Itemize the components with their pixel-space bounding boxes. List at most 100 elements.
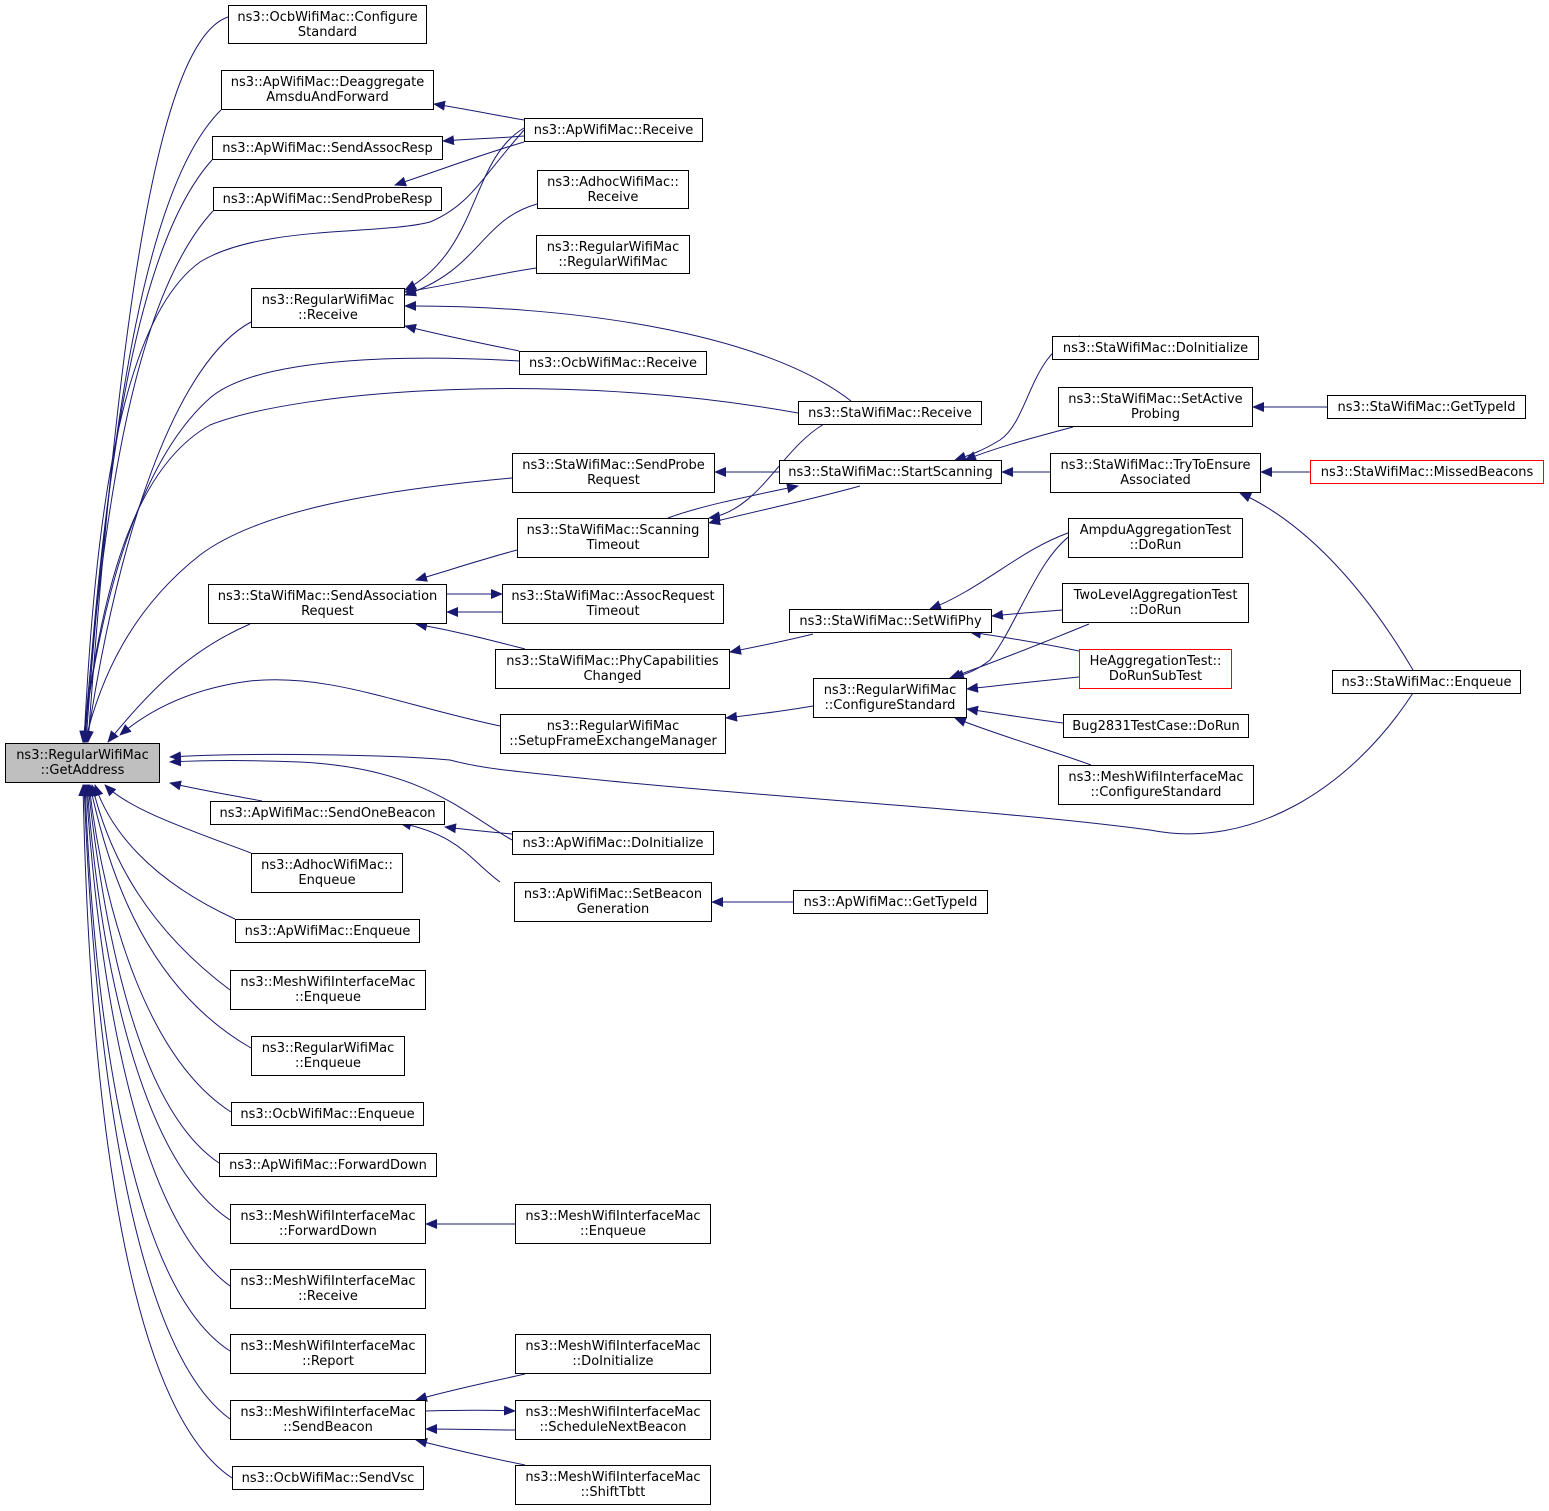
node-label: ns3::RegularWifiMac [261, 1041, 395, 1056]
edge-sta-scantimeout-to-sta-startscan [667, 483, 799, 519]
node-label: DoRunSubTest [1108, 669, 1203, 684]
node-sta-doinit[interactable]: ns3::StaWifiMac::DoInitialize [1052, 336, 1259, 360]
node-label: ns3::StaWifiMac::SetWifiPhy [799, 613, 982, 629]
node-label: ns3::OcbWifiMac::Receive [528, 355, 698, 371]
node-ocb-vsc[interactable]: ns3::OcbWifiMac::SendVsc [232, 1466, 424, 1490]
node-sta-gettype[interactable]: ns3::StaWifiMac::GetTypeId [1327, 395, 1526, 419]
node-label: ns3::RegularWifiMac [546, 239, 680, 255]
node-sta-recv[interactable]: ns3::StaWifiMac::Receive [798, 401, 982, 425]
node-label: ns3::MeshWifiInterfaceMac [240, 1339, 416, 1354]
node-label: Bug2831TestCase::DoRun [1072, 718, 1240, 734]
edge-sta-setactive-to-sta-startscan [964, 426, 1074, 461]
node-label: ns3::ApWifiMac::ForwardDown [229, 1157, 427, 1173]
edge-ap-recv-to-ap-deagg [433, 100, 525, 121]
node-label: Associated [1120, 473, 1191, 488]
node-label: ns3::RegularWifiMac [546, 719, 680, 734]
node-label: ns3::MeshWifiInterfaceMac [1068, 770, 1244, 785]
node-ap-fwd[interactable]: ns3::ApWifiMac::ForwardDown [219, 1153, 437, 1177]
edge-sta-enq-to-root [169, 692, 1414, 835]
node-label: ns3::ApWifiMac::SendProbeResp [222, 191, 433, 207]
node-label: Generation [576, 902, 650, 917]
node-label: ns3::StaWifiMac::SetActive [1068, 392, 1243, 407]
node-label: ns3::StaWifiMac::Enqueue [1341, 674, 1512, 690]
node-mesh-doinit[interactable]: ns3::MeshWifiInterfaceMac::DoInitialize [515, 1334, 711, 1374]
node-reg-cfgstd[interactable]: ns3::RegularWifiMac::ConfigureStandard [813, 678, 967, 718]
edge-reg-enq-to-root [87, 784, 252, 1049]
node-ap-enq[interactable]: ns3::ApWifiMac::Enqueue [235, 919, 420, 943]
edge-reg-cfgstd-to-reg-setupfem [725, 705, 814, 722]
node-ampdu[interactable]: AmpduAggregationTest::DoRun [1068, 518, 1243, 558]
node-label: ::ConfigureStandard [824, 698, 956, 713]
node-mesh-recv[interactable]: ns3::MeshWifiInterfaceMac::Receive [230, 1269, 426, 1309]
node-sta-enq[interactable]: ns3::StaWifiMac::Enqueue [1332, 670, 1521, 694]
node-label: AmsduAndForward [266, 90, 389, 105]
node-label: ns3::StaWifiMac::DoInitialize [1062, 340, 1249, 356]
node-label: ns3::RegularWifiMac [261, 293, 395, 308]
node-mesh-cfgstd[interactable]: ns3::MeshWifiInterfaceMac::ConfigureStan… [1058, 765, 1254, 805]
node-mesh-enq2[interactable]: ns3::MeshWifiInterfaceMac::Enqueue [515, 1204, 711, 1244]
node-label: ns3::OcbWifiMac::Enqueue [240, 1106, 415, 1122]
node-label: ns3::MeshWifiInterfaceMac [525, 1209, 701, 1224]
node-label: Request [587, 473, 640, 488]
node-sta-setphy[interactable]: ns3::StaWifiMac::SetWifiPhy [789, 609, 992, 633]
edge-sta-scantimeout-to-sta-assocreq [415, 549, 518, 582]
node-reg-ctor[interactable]: ns3::RegularWifiMac::RegularWifiMac [536, 235, 690, 274]
node-ap-proberesp[interactable]: ns3::ApWifiMac::SendProbeResp [213, 187, 442, 211]
node-mesh-enq[interactable]: ns3::MeshWifiInterfaceMac::Enqueue [230, 970, 426, 1010]
node-ap-beacon[interactable]: ns3::ApWifiMac::SendOneBeacon [210, 801, 445, 825]
node-sta-startscan[interactable]: ns3::StaWifiMac::StartScanning [779, 460, 1002, 484]
node-mesh-shift[interactable]: ns3::MeshWifiInterfaceMac::ShiftTbtt [515, 1465, 711, 1505]
node-sta-missed[interactable]: ns3::StaWifiMac::MissedBeacons [1310, 460, 1544, 484]
node-label: ns3::StaWifiMac::StartScanning [788, 464, 993, 480]
node-label: ns3::ApWifiMac::Deaggregate [230, 75, 425, 90]
edge-ampdu-to-sta-setphy [929, 532, 1069, 610]
node-label: ns3::StaWifiMac::GetTypeId [1337, 399, 1516, 415]
node-label: ns3::ApWifiMac::SendOneBeacon [219, 805, 436, 821]
edge-sta-recv-to-sta-scantimeout [708, 423, 825, 522]
node-adhoc-recv[interactable]: ns3::AdhocWifiMac::Receive [537, 170, 689, 209]
graph-edges [78, 16, 1414, 1479]
node-label: ::Enqueue [580, 1224, 646, 1239]
node-ap-recv[interactable]: ns3::ApWifiMac::Receive [524, 118, 703, 142]
node-label: ::Receive [298, 1289, 358, 1304]
edge-sta-assocreq-to-root [107, 623, 251, 743]
node-label: ns3::MeshWifiInterfaceMac [240, 975, 416, 990]
node-ap-gettype[interactable]: ns3::ApWifiMac::GetTypeId [793, 890, 988, 914]
node-twolevel[interactable]: TwoLevelAggregationTest::DoRun [1062, 583, 1249, 623]
node-label: Standard [297, 24, 358, 40]
node-label: ::DoRun [1129, 603, 1182, 618]
edge-ap-beacon-to-root [169, 780, 263, 802]
node-label: ns3::AdhocWifiMac:: [261, 858, 393, 873]
node-mesh-beacon[interactable]: ns3::MeshWifiInterfaceMac::SendBeacon [230, 1400, 426, 1440]
edge-sta-phycap-to-sta-assocreq [415, 621, 526, 650]
node-mesh-fwd[interactable]: ns3::MeshWifiInterfaceMac::ForwardDown [230, 1204, 426, 1244]
node-label: ns3::StaWifiMac::TryToEnsure [1060, 458, 1251, 473]
node-ap-assocresp[interactable]: ns3::ApWifiMac::SendAssocResp [212, 136, 443, 160]
node-ap-doinit[interactable]: ns3::ApWifiMac::DoInitialize [512, 831, 714, 855]
node-bug2831[interactable]: Bug2831TestCase::DoRun [1063, 714, 1249, 738]
edge-ap-doinit-to-root [169, 756, 513, 841]
node-ocb-enq[interactable]: ns3::OcbWifiMac::Enqueue [231, 1102, 424, 1126]
edge-ap-setbeacon-to-ap-beacon [399, 820, 501, 883]
node-ocb-recv[interactable]: ns3::OcbWifiMac::Receive [519, 351, 707, 375]
node-reg-enq[interactable]: ns3::RegularWifiMac::Enqueue [251, 1036, 405, 1076]
node-mesh-report[interactable]: ns3::MeshWifiInterfaceMac::Report [230, 1334, 426, 1374]
node-mesh-schedule[interactable]: ns3::MeshWifiInterfaceMac::ScheduleNextB… [515, 1400, 711, 1440]
node-heagg[interactable]: HeAggregationTest::DoRunSubTest [1079, 649, 1232, 689]
edge-sta-probereq-to-root [82, 477, 513, 743]
node-reg-setupfem[interactable]: ns3::RegularWifiMac::SetupFrameExchangeM… [500, 714, 726, 754]
node-label: ns3::ApWifiMac::GetTypeId [803, 894, 978, 910]
node-reg-recv[interactable]: ns3::RegularWifiMac::Receive [251, 288, 405, 328]
node-adhoc-enq[interactable]: ns3::AdhocWifiMac::Enqueue [251, 853, 403, 893]
node-label: ::Enqueue [295, 1056, 361, 1071]
